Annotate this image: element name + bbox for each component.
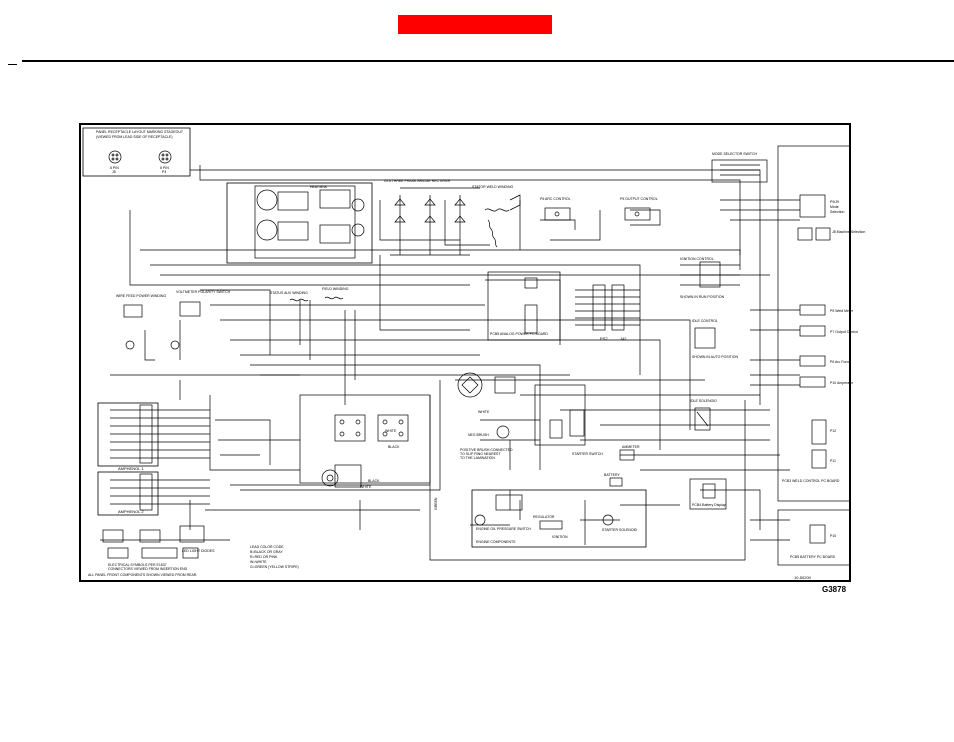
svg-text:IGNITION CONTROL: IGNITION CONTROL [680,257,714,261]
p4-label: P4 [162,170,166,174]
panel-note-line2: (VIEWED FROM LEAD SIDE OF RECEPTACLE) [96,135,173,139]
svg-text:B=BLACK OR GRAY: B=BLACK OR GRAY [250,550,283,554]
svg-text:IGNITION: IGNITION [552,535,568,539]
svg-text:NEG BRUSH: NEG BRUSH [468,433,489,437]
mode-selector: MODE SELECTOR SWITCH [711,152,768,183]
engine-oil-label: ENGINE OIL PRESSURE SWITCH [476,527,531,531]
svg-text:P5 OUTPUT CONTROL: P5 OUTPUT CONTROL [620,197,658,201]
pcb-control-label: PCB3 WELD CONTROL PC BOARD [782,479,840,483]
wire-routes [100,165,800,561]
stator-weld-winding: STATOR WELD WINDING [472,185,521,248]
svg-text:P5 Weld Meter: P5 Weld Meter [830,309,854,313]
receptacle-j5 [108,150,122,164]
engine-components: ENGINE OIL PRESSURE SWITCH REGULATOR IGN… [471,473,647,548]
voltmeter-label: VOLTMETER POLARITY SWITCH [176,290,231,294]
svg-text:Mode: Mode [830,205,839,209]
svg-text:W=WHITE: W=WHITE [250,560,267,564]
white-label-3: WHITE [478,410,490,414]
svg-text:SHOWN IN RUN POSITION: SHOWN IN RUN POSITION [680,295,725,299]
svg-text:BATTERY: BATTERY [604,473,620,477]
amphenol-2: AMPHENOL 2 [97,471,210,516]
wire-feed-label: WIRE FEED POWER WINDING [116,294,166,298]
j42-label: J42 [620,336,627,341]
white-label-1: WHITE [385,429,397,433]
heatsink-label: HEATSINK [310,185,328,189]
right-connectors: P9/J9 Mode Selection J8 Machine Selectio… [777,145,865,566]
red-banner [398,15,552,34]
status-aux-label: STATUS AUX WINDING [270,291,308,295]
amphenol1-label: AMPHENOL 1 [118,466,144,471]
green-label: GREEN [434,497,438,510]
svg-text:TO SLIP RING NEAREST: TO SLIP RING NEAREST [460,452,501,456]
svg-text:STARTER SWITCH: STARTER SWITCH [572,452,603,456]
bridge-rectifier: GTA THREE PHASE BRIDGE RECTIFIER [384,179,480,256]
connector-view-label: CONNECTORS VIEWED FROM INSERTION END [108,567,188,571]
stator-label: STATOR WELD WINDING [472,185,514,189]
top-tick [8,64,17,65]
svg-text:Selection: Selection [830,210,844,214]
p10-label: P10 [830,534,836,538]
svg-text:P9/J9: P9/J9 [830,200,839,204]
diodes-label: LED LIGHT DIODES [182,549,215,553]
panel-note-line1: PANEL RECEPTACLE LAYOUT MARKING STAGEOUT [96,130,184,134]
relay-region: STARTER SWITCH AMMETER [534,384,640,461]
all-panel-label: ALL PANEL FRONT COMPONENTS SHOWN VIEWED … [88,573,197,577]
pcb-battery-label: PCB5 BATTERY PC BOARD [790,555,836,559]
receptacle-p4 [158,150,172,164]
svg-text:MODE SELECTOR SWITCH: MODE SELECTOR SWITCH [712,152,758,156]
lead-code-label: LEAD COLOR CODE [250,545,284,549]
svg-text:P7 Output Control: P7 Output Control [830,330,858,334]
status-aux: STATUS AUX WINDING FIELD WINDING [270,287,349,302]
svg-text:SHOWN IN AUTO POSITION: SHOWN IN AUTO POSITION [692,355,738,359]
pcb-power-label: PCB5 ANALOG POWER PC BOARD [490,332,548,336]
svg-text:P6 ARC CONTROL: P6 ARC CONTROL [540,197,571,201]
engine-label: ENGINE COMPONENTS [476,540,516,544]
electrical-symbols-label: ELECTRICAL SYMBOLS PER E1537 [108,563,167,567]
j5-label: J5 [112,170,116,174]
svg-text:R=RED OR PINK: R=RED OR PINK [250,555,278,559]
figure-number: G3878 [822,585,847,594]
amphenol-1: AMPHENOL 1 [97,402,210,471]
white-label-2: WHITE [360,485,372,489]
wire-feed-block: WIRE FEED POWER WINDING VOLTMETER POLARI… [116,290,231,350]
bridge-rectifier-label: GTA THREE PHASE BRIDGE RECTIFIER [384,179,451,183]
panel-note: PANEL RECEPTACLE LAYOUT MARKING STAGEOUT… [82,127,191,177]
idle-solenoid-label: IDLE SOLENOID [690,399,717,403]
svg-text:P10 Amperage: P10 Amperage [830,381,853,385]
amphenol2-label: AMPHENOL 2 [118,509,144,514]
black-label: BLACK [388,445,400,449]
pcb-analog-power: PCB5 ANALOG POWER PC BOARD [487,271,561,341]
top-rule [22,60,954,62]
ps2-label: PS2 [600,336,608,341]
field-winding-label: FIELD WINDING [322,287,349,291]
drawing-code: 10-50200 [794,575,811,580]
svg-text:J8 Machine Selection: J8 Machine Selection [832,230,865,234]
brush-bridge: WHITE NEG BRUSH POSITIVE BRUSH CONNECTED… [457,372,516,460]
pcb-display-label: PCB4 Battery Display [692,503,726,507]
starter-label: STARTER SOLENOID [602,528,638,532]
svg-text:POSITIVE BRUSH CONNECTED: POSITIVE BRUSH CONNECTED [460,448,513,452]
j5-pin-count: 6 PIN [110,166,119,170]
arc-control: P6 ARC CONTROL P5 OUTPUT CONTROL [540,197,658,221]
svg-text:TO THE LAMINATION: TO THE LAMINATION [460,456,495,460]
idle-control: IGNITION CONTROL SHOWN IN RUN POSITION I… [680,257,738,431]
svg-text:P6 Arc Force: P6 Arc Force [830,360,850,364]
svg-text:IDLE CONTROL: IDLE CONTROL [692,319,718,323]
p4-pin-count: 6 PIN [160,166,169,170]
svg-text:AMMETER: AMMETER [622,445,640,449]
p11-label: P11 [830,459,836,463]
svg-text:G=GREEN (YELLOW STRIPE): G=GREEN (YELLOW STRIPE) [250,565,299,569]
svg-text:REGULATOR: REGULATOR [533,515,555,519]
rectifier-module: HEATSINK [226,182,373,264]
black-label-2: BLACK [368,479,380,483]
ps2-j42-block: PS2 J42 [575,284,640,341]
connector-legends: ELECTRICAL SYMBOLS PER E1537 CONNECTORS … [88,525,299,577]
p12-label: P12 [830,429,836,433]
battery-display: PCB4 Battery Display [689,478,727,510]
center-receptacles: BLACK WHITE BLACK WHITE GREEN [299,394,438,510]
